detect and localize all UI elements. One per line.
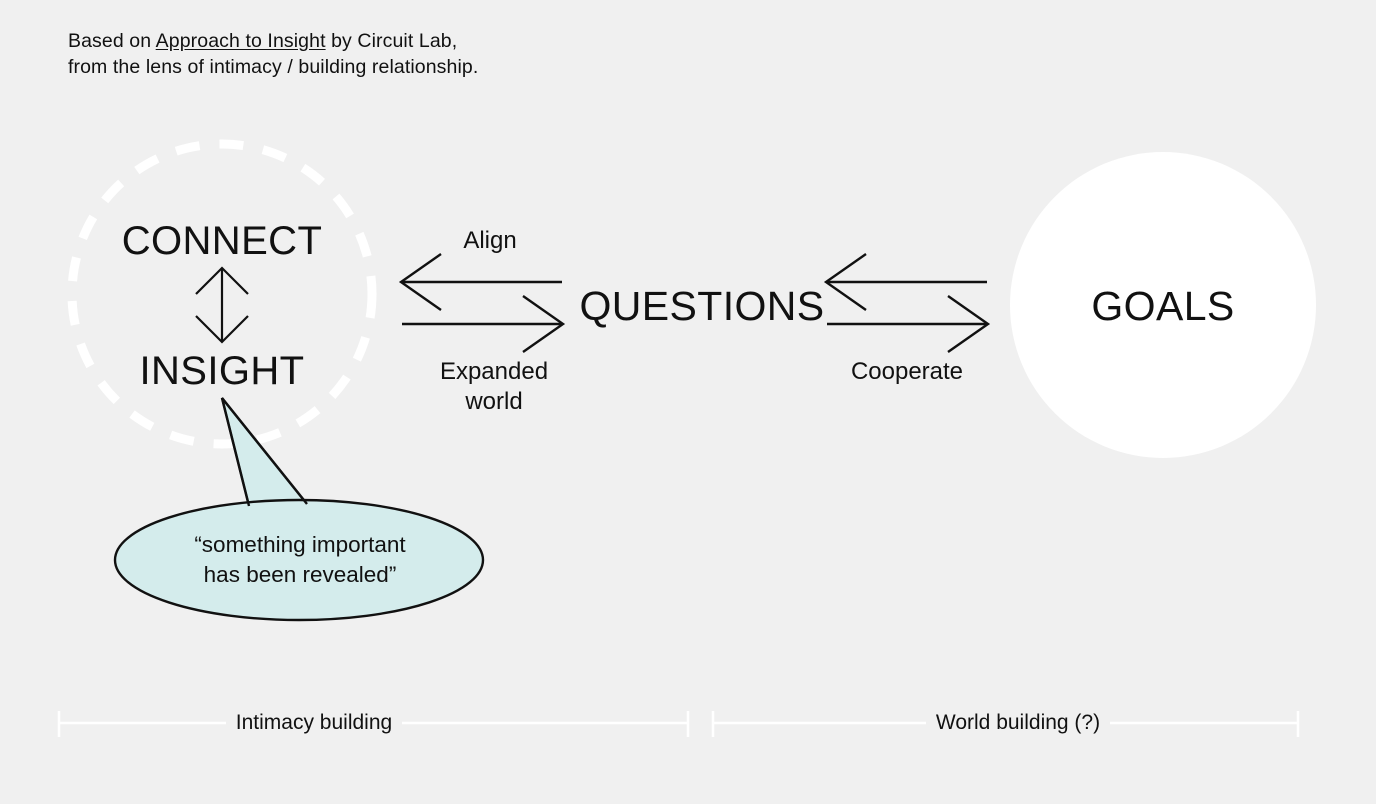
- bubble-quote-text: “something important has been revealed”: [194, 532, 406, 587]
- node-label-insight[interactable]: INSIGHT: [139, 349, 305, 393]
- arrow-align-left: [398, 253, 562, 311]
- bracket-label-intimacy-text: Intimacy building: [225, 711, 403, 735]
- arrow-label-align: Align: [463, 227, 517, 254]
- bracket-label-intimacy: Intimacy building: [214, 711, 414, 735]
- node-label-questions[interactable]: QUESTIONS: [579, 283, 825, 329]
- source-note-prefix: Based on: [68, 30, 156, 52]
- approach-to-insight-link[interactable]: Approach to Insight: [155, 30, 326, 52]
- node-label-goals[interactable]: GOALS: [1091, 283, 1235, 329]
- arrow-cooperate-right: [827, 295, 991, 353]
- insight-speech-bubble: [113, 397, 485, 622]
- node-label-connect[interactable]: CONNECT: [121, 219, 323, 263]
- source-note-line-1: Based on Approach to Insight by Circuit …: [68, 28, 478, 54]
- arrow-label-expanded-world: Expanded world: [439, 358, 549, 415]
- intimacy-dashed-circle: [67, 139, 377, 449]
- bracket-label-world: World building (?): [918, 711, 1118, 735]
- connect-insight-double-arrow: [195, 266, 249, 344]
- source-note: Based on Approach to Insight by Circuit …: [68, 28, 478, 80]
- arrow-label-cooperate: Cooperate: [850, 358, 964, 385]
- goals-circle: [1010, 152, 1316, 458]
- source-note-line-2: from the lens of intimacy / building rel…: [68, 56, 479, 78]
- arrow-questions-left: [823, 253, 987, 311]
- bracket-label-world-text: World building (?): [925, 711, 1111, 735]
- source-note-suffix: by Circuit Lab,: [325, 30, 458, 52]
- arrow-expanded-world-right: [402, 295, 566, 353]
